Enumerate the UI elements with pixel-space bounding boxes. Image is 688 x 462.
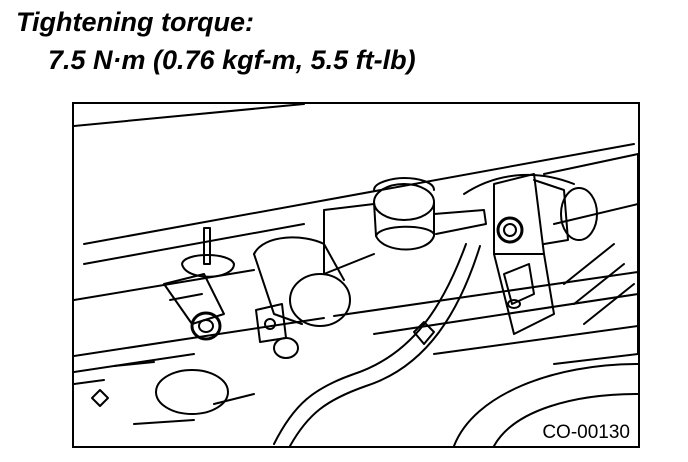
panel-line-2	[83, 223, 305, 265]
filler-cap-body	[373, 201, 435, 251]
stud	[203, 227, 211, 265]
torque-value: 7.5 N·m (0.76 kgf-m, 5.5 ft-lb)	[48, 45, 416, 75]
lower-right-housing	[453, 363, 638, 446]
lower-hose	[273, 243, 467, 445]
filler-cap-top	[373, 183, 435, 221]
ring-fitting	[273, 337, 299, 359]
lower-left-lines	[113, 361, 255, 425]
bracket-left	[163, 273, 225, 325]
stud-base	[181, 254, 235, 278]
diagram-frame: CO-00130	[72, 102, 640, 448]
pipe-end-right	[560, 187, 598, 241]
torque-label: Tightening torque:	[16, 7, 254, 37]
filler-neck	[323, 203, 375, 275]
bolt-right	[503, 223, 517, 237]
panel-line-6	[333, 271, 638, 317]
figure-code: CO-00130	[540, 422, 632, 444]
panel-line-top	[74, 104, 305, 127]
center-block	[255, 303, 287, 343]
panel-line-8	[433, 325, 638, 355]
upper-pipe	[463, 173, 575, 195]
bolt-left	[198, 319, 214, 333]
panel-line-1	[83, 143, 635, 245]
bolt-left-washer	[190, 311, 222, 341]
lower-left-oval	[155, 369, 229, 415]
radiator-core	[543, 153, 638, 365]
bolt-right-washer	[496, 216, 524, 244]
engine-illustration	[74, 104, 638, 446]
housing-outlet	[289, 273, 351, 327]
